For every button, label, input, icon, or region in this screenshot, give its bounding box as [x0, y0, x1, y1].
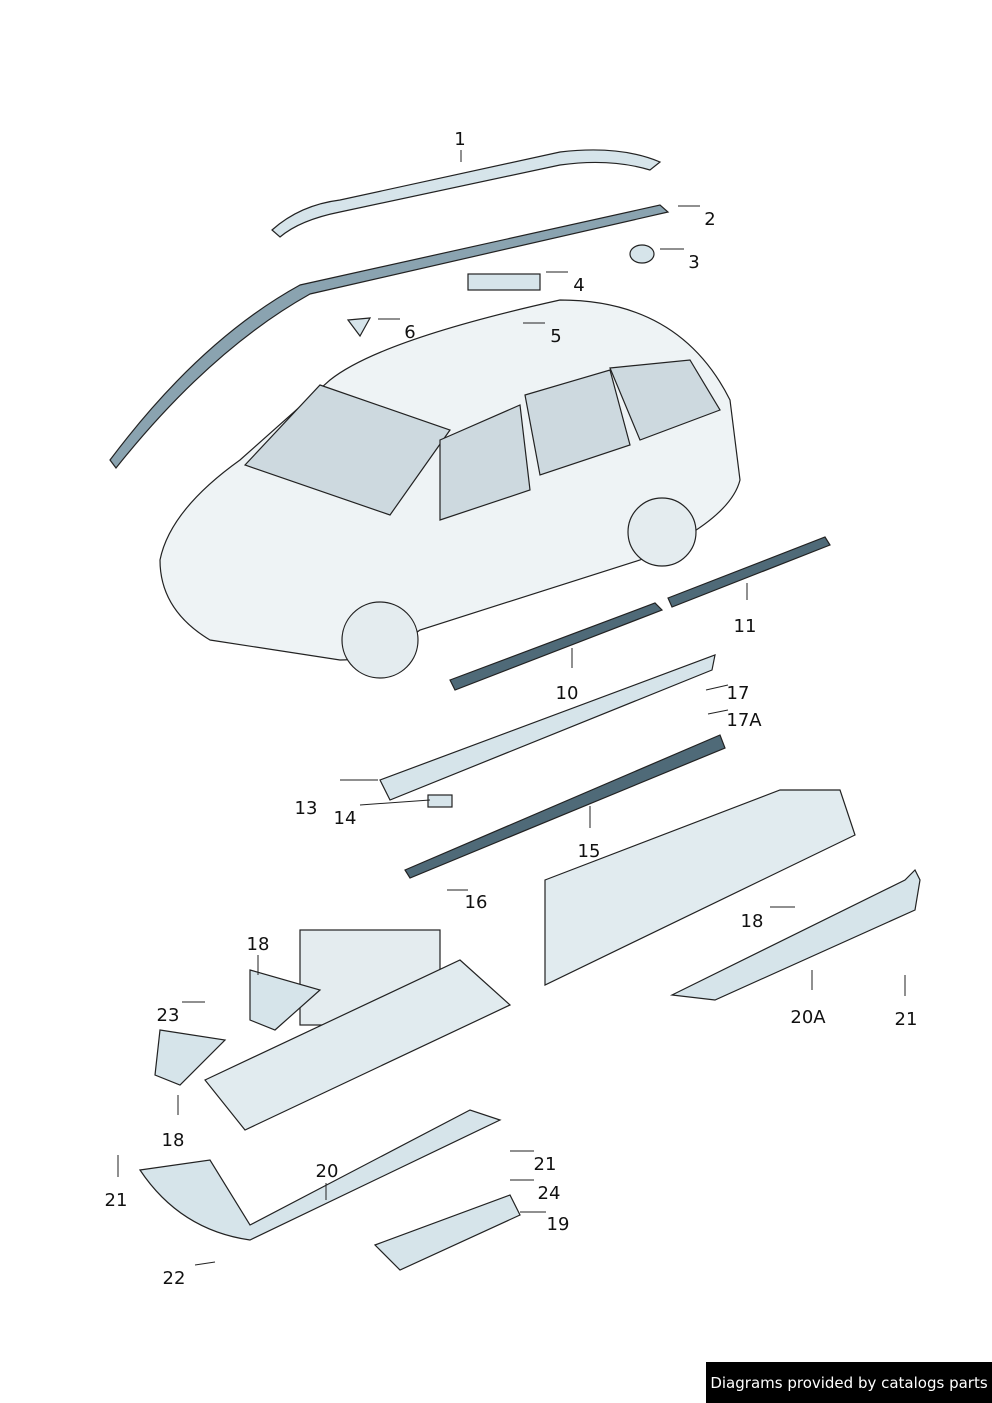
sill-trim-20 — [138, 1109, 502, 1241]
nut-3 — [629, 244, 655, 264]
part-label: 6 — [404, 322, 416, 343]
roof-trim-strip — [109, 204, 670, 469]
part-label: 16 — [464, 892, 488, 913]
part-label: 5 — [550, 326, 562, 347]
part-label: 21 — [533, 1154, 557, 1175]
clip-6 — [346, 317, 372, 338]
front-wheel — [341, 601, 419, 679]
part-label: 18 — [740, 911, 764, 932]
part-label: 3 — [688, 252, 700, 273]
part-label: 24 — [537, 1183, 561, 1204]
part-label: 17A — [726, 710, 762, 731]
bracket-4 — [467, 273, 541, 291]
part-label: 11 — [733, 616, 757, 637]
part-label: 13 — [294, 798, 318, 819]
part-label: 2 — [704, 209, 716, 230]
rear-wheel — [627, 497, 697, 567]
sill-trim-lower — [204, 959, 512, 1131]
windshield — [243, 384, 451, 516]
rear-window — [609, 359, 721, 441]
part-label: 17 — [726, 683, 750, 704]
part-label: 23 — [156, 1005, 180, 1026]
part-label: 19 — [546, 1214, 570, 1235]
part-label: 10 — [555, 683, 579, 704]
roof-rail — [271, 149, 662, 238]
part-label: 21 — [104, 1190, 128, 1211]
part-label: 20A — [790, 1007, 826, 1028]
part-label: 21 — [894, 1009, 918, 1030]
sill-carrier — [379, 654, 716, 801]
side-window — [524, 369, 631, 476]
part-label: 14 — [333, 808, 357, 829]
sill-panel-15 — [404, 734, 726, 879]
bracket-19 — [373, 1194, 521, 1271]
part-label: 4 — [573, 275, 585, 296]
door-moulding-11 — [667, 536, 831, 608]
part-label: 15 — [577, 841, 601, 862]
part-label: 20 — [315, 1161, 339, 1182]
bracket-18b — [249, 969, 322, 1031]
part-label: 22 — [162, 1268, 186, 1289]
part-label: 18 — [246, 934, 270, 955]
credit-banner: Diagrams provided by catalogs parts — [706, 1362, 992, 1403]
leader-lines — [117, 150, 906, 1266]
side-window — [439, 404, 531, 521]
clip-14 — [427, 794, 453, 808]
part-label: 1 — [454, 129, 466, 150]
inner-sill — [544, 789, 856, 986]
part-label: 18 — [161, 1130, 185, 1151]
sill-cover-20A — [669, 868, 921, 1001]
door-moulding-10 — [449, 602, 664, 691]
bracket-18 — [154, 1029, 227, 1086]
